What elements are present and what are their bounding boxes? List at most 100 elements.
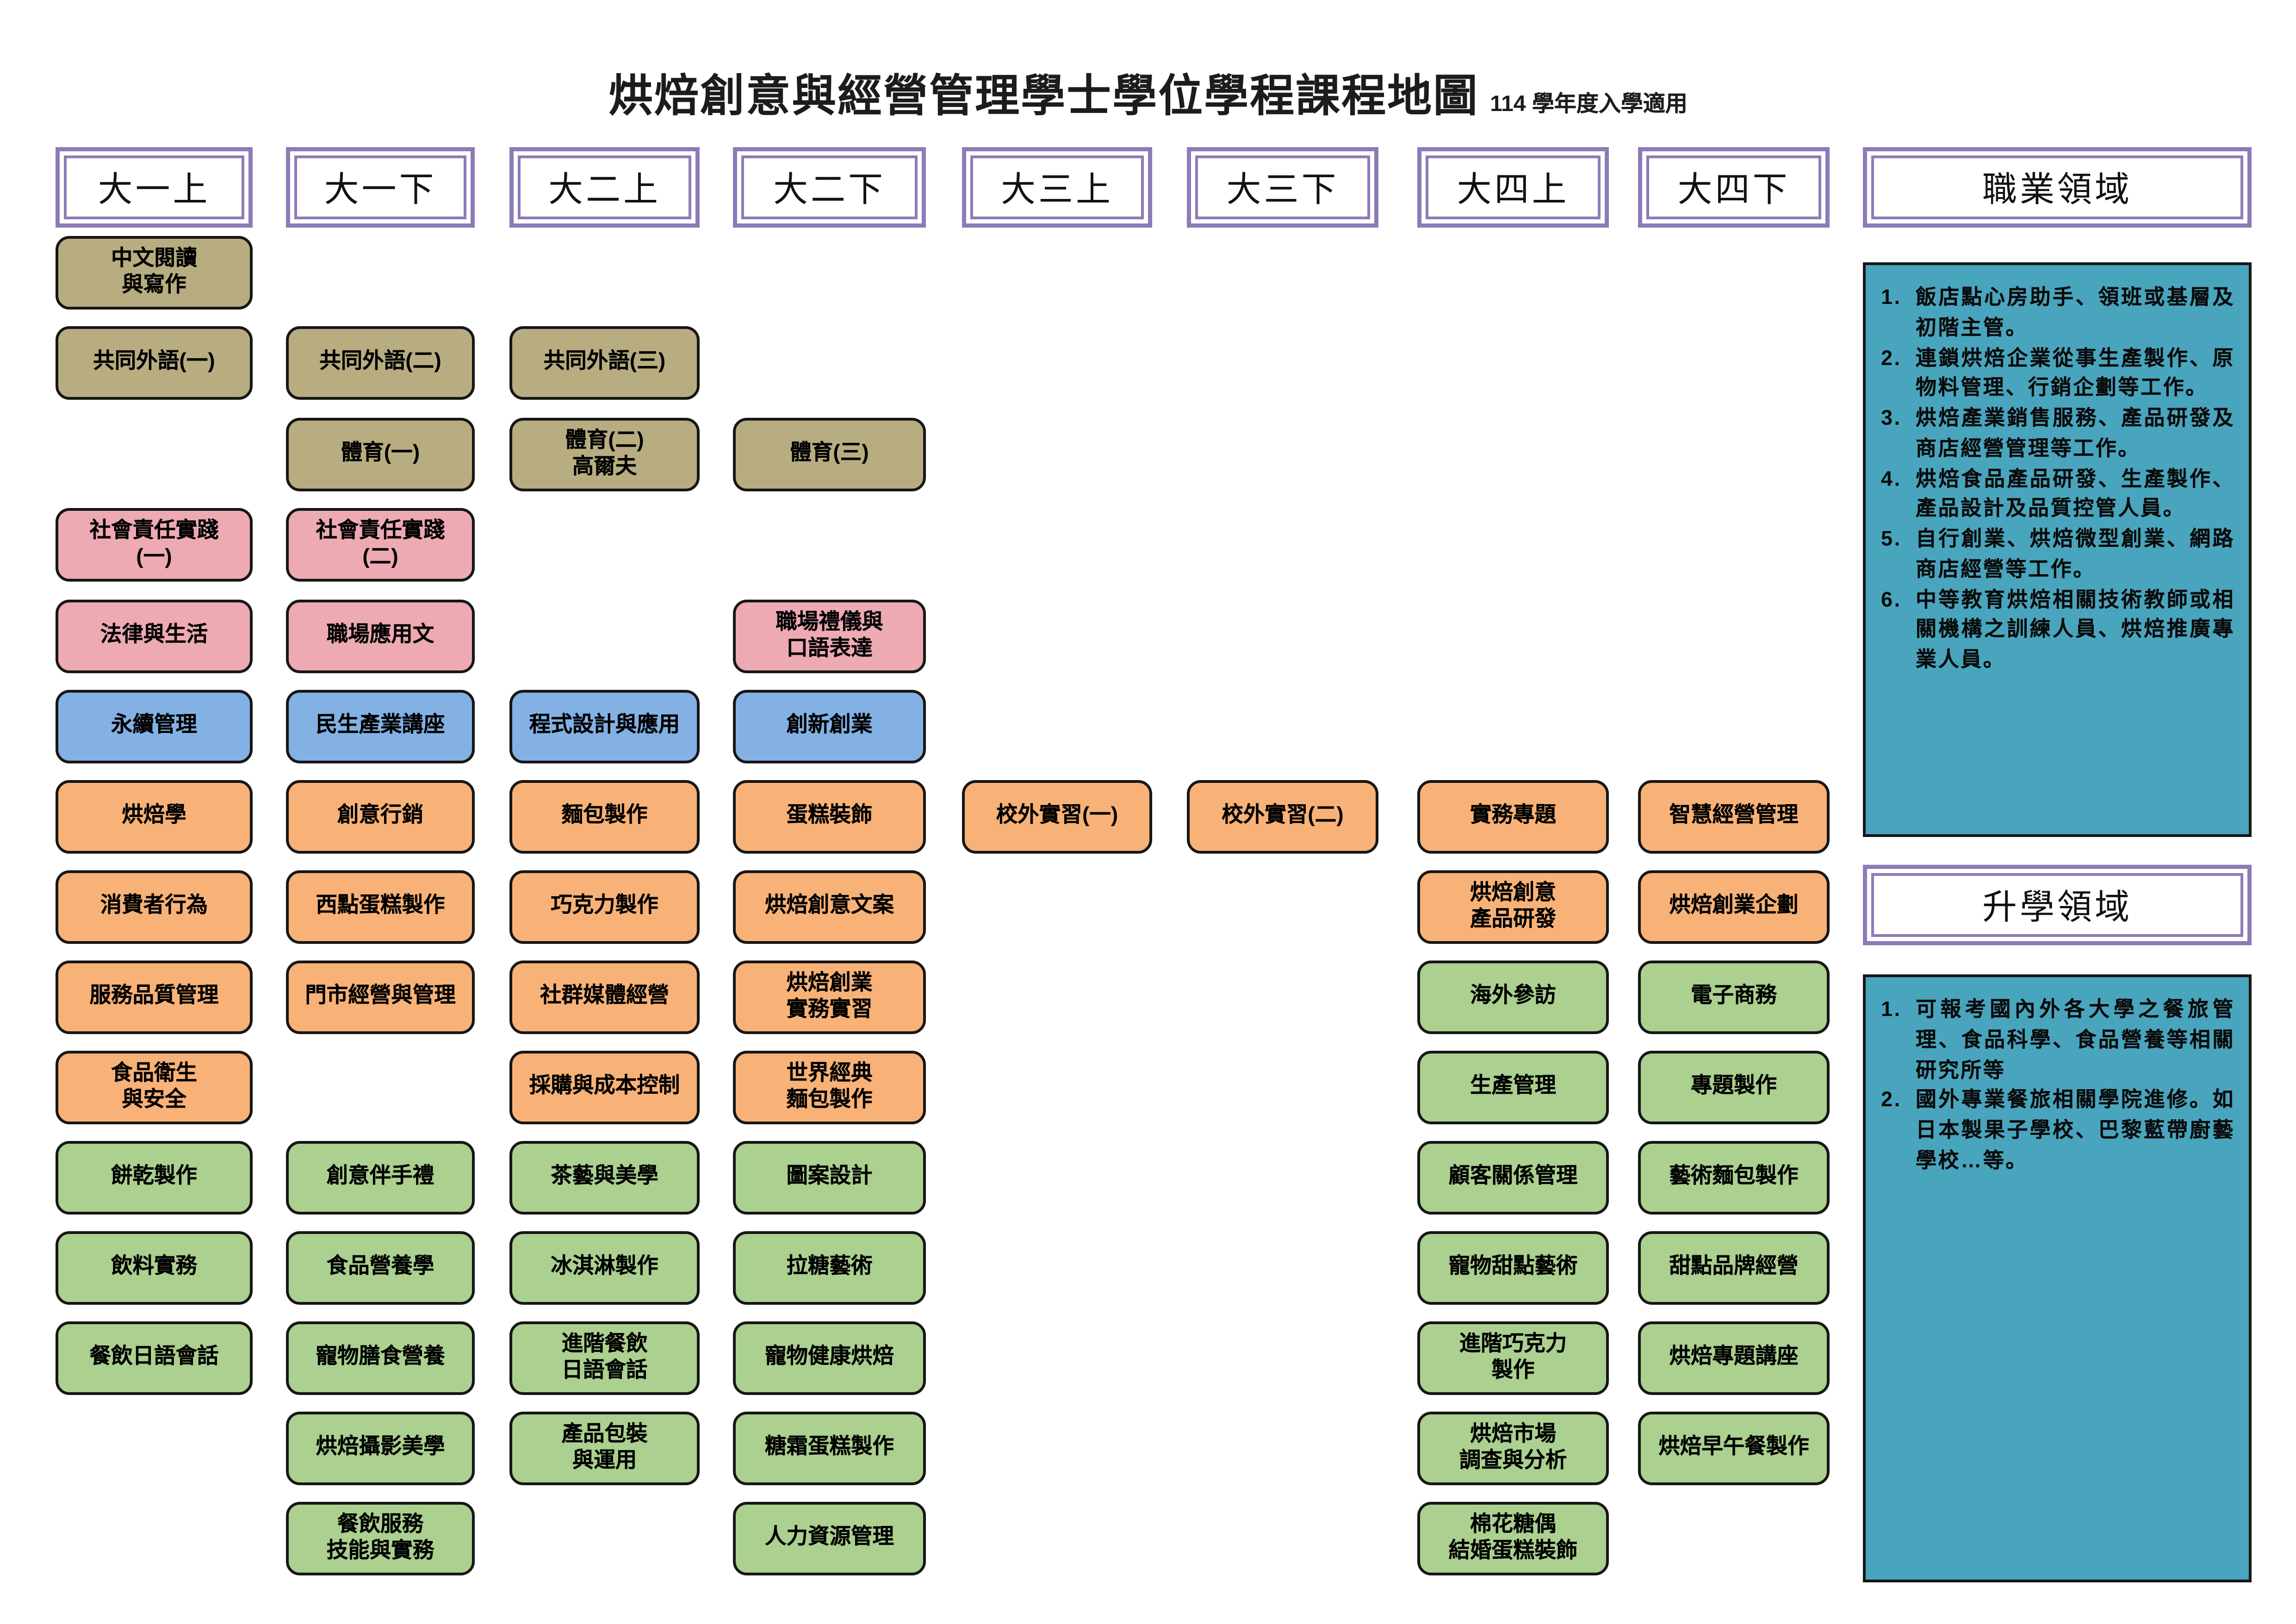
- course-box: 烘焙創業企劃: [1638, 870, 1830, 944]
- course-box: 麵包製作: [509, 780, 700, 854]
- career-fields-header: 職業領域: [1863, 147, 2252, 228]
- course-box: 採購與成本控制: [509, 1051, 700, 1124]
- course-box: 社會責任實踐 (一): [56, 508, 253, 582]
- course-box: 烘焙創業 實務實習: [733, 961, 926, 1034]
- course-box: 餐飲服務 技能與實務: [286, 1502, 475, 1575]
- course-box: 產品包裝 與運用: [509, 1412, 700, 1485]
- list-text: 飯店點心房助手、領班或基層及初階主管。: [1916, 286, 2235, 340]
- column-header-y2-sem1: 大二上: [509, 147, 700, 228]
- list-text: 連鎖烘焙企業從事生產製作、原物料管理、行銷企劃等工作。: [1916, 346, 2235, 400]
- column-header-y3-sem1: 大三上: [962, 147, 1152, 228]
- course-box: 法律與生活: [56, 600, 253, 673]
- course-box: 烘焙專題講座: [1638, 1321, 1830, 1395]
- column-header-y4-sem2: 大四下: [1638, 147, 1830, 228]
- course-box: 烘焙創意 產品研發: [1417, 870, 1609, 944]
- course-box: 社群媒體經營: [509, 961, 700, 1034]
- course-box: 烘焙攝影美學: [286, 1412, 475, 1485]
- course-box: 進階巧克力 製作: [1417, 1321, 1609, 1395]
- column-header-y1-sem1-label: 大一上: [64, 155, 244, 219]
- course-box: 餅乾製作: [56, 1141, 253, 1215]
- course-box: 中文閱讀 與寫作: [56, 236, 253, 310]
- title-text: 烘焙創意與經營管理學士學位學程課程地圖: [608, 71, 1479, 121]
- course-box: 冰淇淋製作: [509, 1231, 700, 1305]
- course-box: 顧客關係管理: [1417, 1141, 1609, 1215]
- course-box: 門市經營與管理: [286, 961, 475, 1034]
- course-box: 甜點品牌經營: [1638, 1231, 1830, 1305]
- list-number: 5.: [1881, 527, 1902, 551]
- course-box: 職場應用文: [286, 600, 475, 673]
- list-text: 自行創業、烘焙微型創業、網路商店經營等工作。: [1916, 527, 2235, 582]
- column-header-y3-sem1-label: 大三上: [970, 155, 1144, 219]
- list-number: 6.: [1881, 588, 1902, 612]
- list-number: 3.: [1881, 407, 1902, 430]
- course-box: 飲料實務: [56, 1231, 253, 1305]
- list-number: 1.: [1881, 998, 1902, 1022]
- course-box: 永續管理: [56, 690, 253, 763]
- career-fields-panel: 1. 飯店點心房助手、領班或基層及初階主管。 2. 連鎖烘焙企業從事生產製作、原物料管…: [1863, 262, 2252, 837]
- course-box: 海外參訪: [1417, 961, 1609, 1034]
- career-fields-header-label: 職業領域: [1871, 155, 2243, 219]
- column-header-y4-sem1-label: 大四上: [1426, 155, 1601, 219]
- list-text: 烘焙產業銷售服務、產品研發及商店經營管理等工作。: [1916, 407, 2235, 461]
- course-box: 烘焙早午餐製作: [1638, 1412, 1830, 1485]
- further-study-panel-item: 1.可報考國內外各大學之餐旅管理、食品科學、食品營養等相關研究所等: [1881, 995, 2235, 1086]
- column-header-y2-sem1-label: 大二上: [518, 155, 691, 219]
- course-box: 餐飲日語會話: [56, 1321, 253, 1395]
- column-header-y3-sem2-label: 大三下: [1195, 155, 1370, 219]
- course-box: 藝術麵包製作: [1638, 1141, 1830, 1215]
- course-box: 食品衛生 與安全: [56, 1051, 253, 1124]
- course-box: 糖霜蛋糕製作: [733, 1412, 926, 1485]
- course-box: 程式設計與應用: [509, 690, 700, 763]
- course-box: 共同外語(三): [509, 326, 700, 400]
- course-box: 寵物甜點藝術: [1417, 1231, 1609, 1305]
- course-box: 體育(三): [733, 418, 926, 491]
- course-box: 服務品質管理: [56, 961, 253, 1034]
- column-header-y1-sem1: 大一上: [56, 147, 253, 228]
- course-box: 創意伴手禮: [286, 1141, 475, 1215]
- subtitle-text: 114 學年度入學適用: [1490, 93, 1688, 117]
- career-fields-panel-item: 4. 烘焙食品產品研發、生產製作、產品設計及品質控管人員。: [1881, 465, 2235, 525]
- course-box: 生產管理: [1417, 1051, 1609, 1124]
- course-box: 烘焙創意文案: [733, 870, 926, 944]
- list-number: 2.: [1881, 346, 1902, 370]
- course-box: 民生產業講座: [286, 690, 475, 763]
- course-box: 實務專題: [1417, 780, 1609, 854]
- course-box: 體育(二) 高爾夫: [509, 418, 700, 491]
- career-fields-panel-item: 1. 飯店點心房助手、領班或基層及初階主管。: [1881, 283, 2235, 344]
- list-text: 中等教育烘焙相關技術教師或相關機構之訓練人員、烘焙推廣專業人員。: [1916, 588, 2235, 672]
- career-fields-panel-item: 5. 自行創業、烘焙微型創業、網路商店經營等工作。: [1881, 525, 2235, 585]
- column-header-y4-sem1: 大四上: [1417, 147, 1609, 228]
- course-box: 蛋糕裝飾: [733, 780, 926, 854]
- course-box: 棉花糖偶 結婚蛋糕裝飾: [1417, 1502, 1609, 1575]
- course-box: 共同外語(二): [286, 326, 475, 400]
- course-box: 巧克力製作: [509, 870, 700, 944]
- course-box: 專題製作: [1638, 1051, 1830, 1124]
- career-fields-panel-item: 6. 中等教育烘焙相關技術教師或相關機構之訓練人員、烘焙推廣專業人員。: [1881, 585, 2235, 676]
- course-box: 社會責任實踐 (二): [286, 508, 475, 582]
- column-header-y3-sem2: 大三下: [1187, 147, 1378, 228]
- column-header-y1-sem2: 大一下: [286, 147, 475, 228]
- course-box: 智慧經營管理: [1638, 780, 1830, 854]
- course-box: 烘焙學: [56, 780, 253, 854]
- column-header-y4-sem2-label: 大四下: [1646, 155, 1821, 219]
- further-study-header-label: 升學領域: [1871, 873, 2243, 937]
- list-number: 2.: [1881, 1088, 1902, 1112]
- page-title: 烘焙創意與經營管理學士學位學程課程地圖 114 學年度入學適用: [0, 61, 2296, 125]
- list-number: 4.: [1881, 467, 1902, 491]
- career-fields-panel-item: 3. 烘焙產業銷售服務、產品研發及商店經營管理等工作。: [1881, 404, 2235, 465]
- course-box: 消費者行為: [56, 870, 253, 944]
- course-box: 寵物健康烘焙: [733, 1321, 926, 1395]
- course-box: 校外實習(二): [1187, 780, 1378, 854]
- course-box: 人力資源管理: [733, 1502, 926, 1575]
- course-box: 電子商務: [1638, 961, 1830, 1034]
- course-box: 西點蛋糕製作: [286, 870, 475, 944]
- course-box: 共同外語(一): [56, 326, 253, 400]
- course-box: 創新創業: [733, 690, 926, 763]
- course-box: 進階餐飲 日語會話: [509, 1321, 700, 1395]
- list-text: 烘焙食品產品研發、生產製作、產品設計及品質控管人員。: [1916, 467, 2235, 521]
- course-box: 圖案設計: [733, 1141, 926, 1215]
- list-number: 1.: [1881, 286, 1902, 310]
- course-box: 體育(一): [286, 418, 475, 491]
